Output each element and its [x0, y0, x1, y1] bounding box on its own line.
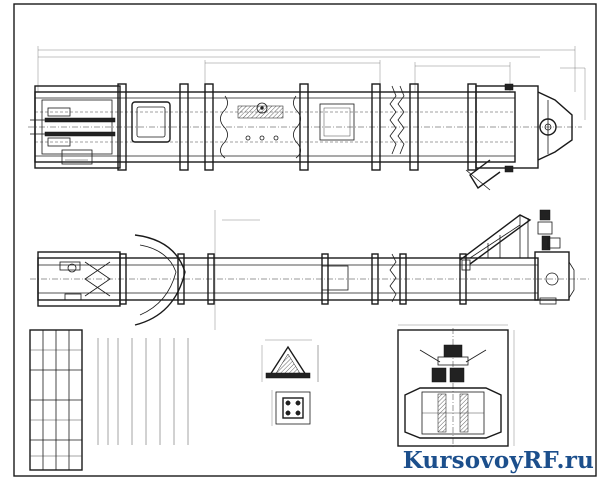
section-head-pulley [397, 324, 515, 448]
site-watermark: KursovoyRF.ru [402, 447, 594, 474]
title-block [29, 329, 83, 471]
technical-notes [97, 338, 189, 445]
sheet-frame [13, 3, 597, 477]
main-view-top [28, 46, 586, 191]
section-detail-small [261, 339, 319, 426]
flange-joints [117, 83, 477, 171]
main-view-plan [30, 209, 590, 330]
